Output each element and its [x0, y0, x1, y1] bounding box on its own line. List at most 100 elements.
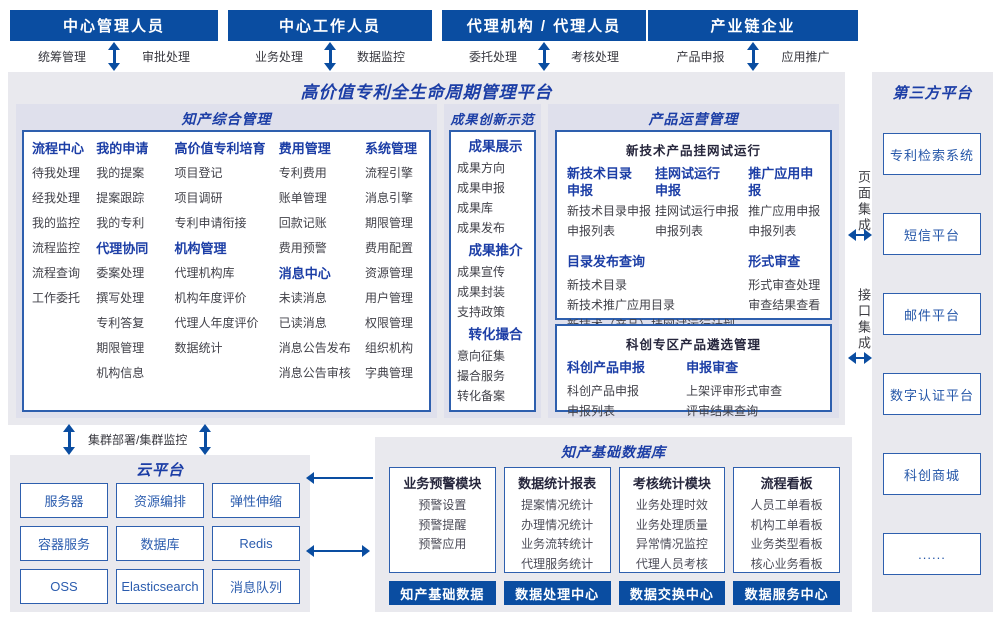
menu-item: 流程查询	[32, 266, 81, 280]
menu-item: 消息引擎	[365, 191, 414, 205]
platform-panel: 高价值专利全生命周期管理平台 知产综合管理 流程中心 待我处理经我处理我的监控流…	[8, 72, 845, 425]
menu-item: 资源管理	[365, 266, 414, 280]
achievement-box: 成果展示 成果方向成果申报成果库成果发布 成果推介 成果宣传成果封装支持政策 转…	[449, 130, 536, 412]
menu-item: 申报列表	[655, 224, 704, 238]
section-title: 知产综合管理	[181, 111, 272, 127]
group-sci-product-declare: 科创产品申报 科创产品申报申报列表	[567, 359, 686, 421]
double-arrow-vertical-icon	[107, 42, 121, 71]
third-party-system-box: 科创商城	[883, 453, 981, 495]
trial-operation-box: 新技术产品挂网试运行 新技术目录 申报 新技术目录申报申报列表 挂网试运行 申报…	[555, 130, 832, 332]
role-group-agents: 代理机构 / 代理人员 委托处理 考核处理	[442, 10, 646, 72]
module-header: 转化撮合	[468, 327, 523, 342]
third-party-system-box: ......	[883, 533, 981, 575]
menu-item: 业务处理质量	[635, 517, 708, 532]
selection-groups: 科创产品申报 科创产品申报申报列表 申报审查 上架评审形式审查评审结果查询	[557, 359, 830, 421]
group-header: 推广应用申报	[748, 166, 814, 198]
role-action-label: 考核处理	[570, 50, 619, 64]
module-header: 数据统计报表	[518, 476, 597, 491]
menu-item: 字典管理	[365, 366, 414, 380]
role-banner: 中心工作人员	[228, 10, 432, 41]
menu-item: 预警应用	[418, 537, 467, 551]
double-arrow-horizontal-icon	[848, 228, 872, 242]
role-action-label: 审批处理	[141, 50, 190, 64]
menu-item: 项目登记	[174, 166, 223, 180]
db-footer-bar: 数据处理中心	[503, 581, 611, 605]
subsection-header: 新技术产品挂网试运行	[625, 144, 761, 158]
ip-database-panel: 知产基础数据库 业务预警模块 预警设置预警提醒预警应用 知产基础数据 数据统计报…	[375, 437, 852, 612]
cloud-service-box: 弹性伸缩	[212, 483, 300, 518]
menu-item: 代理服务统计	[521, 556, 594, 571]
double-arrow-vertical-icon	[62, 424, 76, 455]
menu-item: 意向征集	[457, 349, 506, 363]
menu-item: 成果申报	[457, 181, 506, 195]
cloud-service-box: Elasticsearch	[116, 569, 204, 604]
role-action-label: 委托处理	[468, 50, 517, 64]
menu-item: 成果库	[457, 201, 494, 215]
platform-title: 高价值专利全生命周期管理平台	[300, 83, 553, 102]
menu-item: 提案跟踪	[96, 191, 145, 205]
menu-item: 人员工单看板	[750, 498, 823, 512]
menu-item: 撰写处理	[96, 291, 145, 305]
module-header: 成果展示	[468, 139, 523, 154]
module-header: 费用管理	[278, 141, 331, 156]
section-title: 成果创新示范	[450, 112, 535, 127]
cloud-service-box: 服务器	[20, 483, 108, 518]
double-arrow-horizontal-icon	[306, 544, 370, 558]
group-trial-declare: 挂网试运行 申报 挂网试运行申报申报列表	[655, 165, 748, 241]
menu-item: 专利费用	[278, 166, 327, 180]
menu-item: 办理情况统计	[521, 517, 594, 532]
api-integration-label: 接口集成	[856, 288, 871, 352]
module-header: 成果推介	[468, 243, 523, 258]
menu-item: 评审结果查询	[686, 404, 759, 418]
menu-item: 新技术目录	[567, 278, 628, 292]
db-footer-bar: 数据交换中心	[618, 581, 726, 605]
menu-item: 经我处理	[32, 191, 81, 205]
third-party-system-box: 短信平台	[883, 213, 981, 255]
cloud-service-box: 资源编排	[116, 483, 204, 518]
menu-item: 业务处理时效	[635, 498, 708, 512]
menu-item: 已读消息	[278, 316, 327, 330]
group-promotion-declare: 推广应用申报 推广应用申报申报列表	[748, 165, 826, 241]
menu-item: 预警提醒	[418, 517, 467, 532]
third-party-title: 第三方平台	[892, 85, 973, 102]
menu-item: 机构信息	[96, 366, 145, 380]
menu-item: 业务流转统计	[521, 537, 594, 551]
subsection-header: 科创专区产品遴选管理	[625, 338, 761, 352]
menu-item: 异常情况监控	[635, 537, 708, 551]
role-group-industry-chain: 产业链企业 产品申报 应用推广	[648, 10, 858, 72]
module-column-my-applications: 我的申请 我的提案提案跟踪我的专利 代理协同 委案处理撰写处理专利答复期限管理机…	[96, 136, 174, 410]
menu-item: 费用预警	[278, 241, 327, 255]
trial-groups: 新技术目录 申报 新技术目录申报申报列表 挂网试运行 申报 挂网试运行申报申报列…	[557, 165, 830, 335]
module-box: 业务预警模块 预警设置预警提醒预警应用	[389, 467, 496, 573]
menu-item: 科创产品申报	[567, 384, 640, 398]
group-formal-review: 形式审查 形式审查处理审查结果查看	[748, 253, 826, 335]
menu-item: 未读消息	[278, 291, 327, 305]
module-header: 考核统计模块	[632, 476, 711, 491]
menu-item: 申报列表	[567, 404, 616, 418]
role-actions: 业务处理 数据监控	[228, 48, 432, 65]
menu-item: 新技术目录申报	[567, 204, 652, 218]
module-header: 代理协同	[96, 241, 149, 256]
db-module-kanban: 流程看板 人员工单看板机构工单看板业务类型看板核心业务看板 数据服务中心	[733, 467, 840, 605]
menu-item: 机构工单看板	[750, 517, 823, 532]
menu-item: 核心业务看板	[750, 556, 823, 571]
group-header: 挂网试运行 申报	[655, 166, 721, 198]
menu-item: 代理机构库	[174, 266, 235, 280]
sci-innovation-selection-box: 科创专区产品遴选管理 科创产品申报 科创产品申报申报列表 申报审查 上架评审形式…	[555, 324, 832, 418]
menu-item: 代理人员考核	[635, 556, 708, 571]
menu-item: 消息公告发布	[278, 341, 351, 355]
ip-management-box: 流程中心 待我处理经我处理我的监控流程监控流程查询工作委托 我的申请 我的提案提…	[22, 130, 431, 412]
menu-item: 待我处理	[32, 166, 81, 180]
module-column-fee-management: 费用管理 专利费用账单管理回款记账费用预警 消息中心 未读消息已读消息消息公告发…	[279, 136, 365, 410]
third-party-system-box: 数字认证平台	[883, 373, 981, 415]
group-new-tech-catalog: 新技术目录 申报 新技术目录申报申报列表	[567, 165, 655, 241]
module-header: 我的申请	[96, 141, 149, 156]
role-group-center-managers: 中心管理人员 统筹管理 审批处理	[10, 10, 218, 72]
cloud-service-box: 消息队列	[212, 569, 300, 604]
cluster-label: 集群部署/集群监控	[88, 433, 188, 447]
cloud-service-box: 数据库	[116, 526, 204, 561]
left-arrow-icon	[306, 471, 374, 485]
module-box: 考核统计模块 业务处理时效业务处理质量异常情况监控代理人员考核	[618, 467, 726, 573]
module-header: 业务预警模块	[403, 476, 482, 491]
